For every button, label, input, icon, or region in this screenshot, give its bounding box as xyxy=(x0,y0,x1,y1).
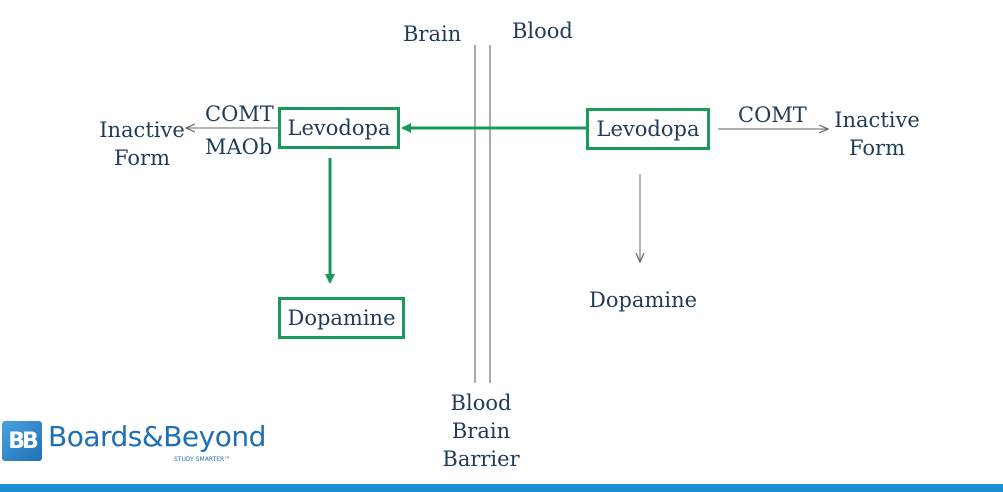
brain-inactive-form: Inactive Form xyxy=(96,116,188,172)
barrier-label-line3: Barrier xyxy=(442,447,520,471)
logo-badge-icon: BB xyxy=(2,421,42,461)
brain-levodopa-box: Levodopa xyxy=(278,107,400,149)
blood-inactive-line2: Form xyxy=(848,136,906,160)
blood-inactive-line1: Inactive xyxy=(834,108,920,132)
blood-levodopa-box: Levodopa xyxy=(586,108,710,150)
brain-region-label: Brain xyxy=(403,22,462,46)
brain-comt-label: COMT xyxy=(205,102,274,126)
blood-comt-label: COMT xyxy=(738,103,807,127)
logo-wordmark: Boards&Beyond xyxy=(48,420,266,453)
blood-region-label: Blood xyxy=(512,19,573,43)
brain-dopamine-box: Dopamine xyxy=(278,297,405,339)
brain-inactive-line1: Inactive xyxy=(99,118,185,142)
brand-logo: BB Boards&Beyond STUDY SMARTER™ xyxy=(2,416,272,466)
barrier-label-line1: Blood xyxy=(450,391,512,415)
logo-tagline: STUDY SMARTER™ xyxy=(174,456,231,463)
barrier-label-line2: Brain xyxy=(451,419,511,443)
blood-inactive-form: Inactive Form xyxy=(830,106,924,162)
brain-maob-label: MAOb xyxy=(205,135,273,159)
bottom-accent-bar xyxy=(0,484,1003,492)
blood-dopamine-label: Dopamine xyxy=(589,288,698,312)
brain-inactive-line2: Form xyxy=(113,146,171,170)
barrier-label: Blood Brain Barrier xyxy=(430,389,532,473)
